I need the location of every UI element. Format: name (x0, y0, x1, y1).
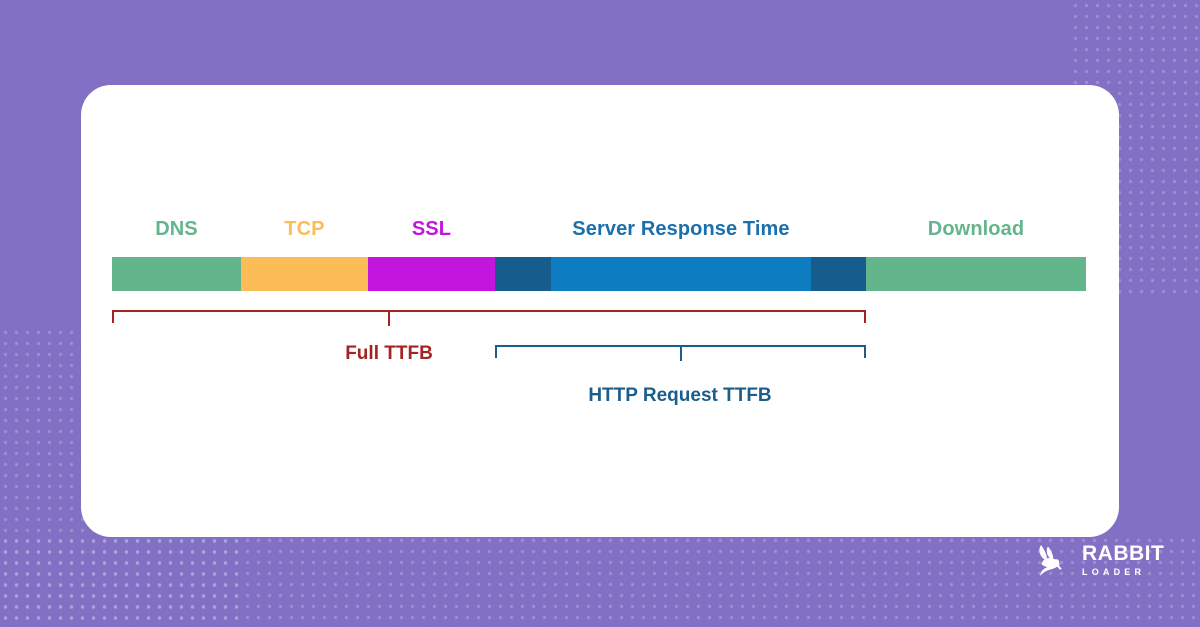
background-dot-pattern-bottom (0, 535, 1200, 627)
timing-bar (112, 257, 1086, 291)
bar-segment-dns (112, 257, 241, 291)
full-ttfb-bracket (112, 310, 866, 336)
bracket-center-tick (387, 310, 390, 326)
segment-label-ssl: SSL (411, 218, 452, 240)
bar-segment-tcp (240, 257, 368, 291)
bracket-cap-right (864, 345, 866, 358)
bar-segment-ssl (367, 257, 495, 291)
http-request-ttfb-label: HTTP Request TTFB (588, 385, 772, 406)
bar-segment-download (865, 257, 1086, 291)
full-ttfb-label: Full TTFB (345, 343, 433, 364)
rabbit-icon (1034, 543, 1074, 577)
logo-wordmark: RABBIT LOADER (1082, 543, 1164, 577)
bar-segment-content-download-wait (810, 257, 866, 291)
segment-label-dns: DNS (155, 218, 198, 240)
bar-segment-server-response-time (550, 257, 811, 291)
logo-title: RABBIT (1082, 542, 1165, 565)
bar-segment-labels: DNS TCP SSL Server Response Time Downloa… (112, 213, 1086, 245)
bar-segment-request-sent (494, 257, 551, 291)
segment-label-tcp: TCP (284, 218, 325, 240)
bracket-cap-left (112, 310, 114, 323)
logo-subtitle: LOADER (1082, 567, 1146, 577)
bracket-line (112, 310, 866, 312)
brand-logo: RABBIT LOADER (1034, 543, 1164, 577)
diagram-card: DNS TCP SSL Server Response Time Downloa… (81, 85, 1119, 537)
bracket-center-tick (679, 345, 682, 361)
http-request-ttfb-bracket (495, 345, 866, 371)
segment-label-server-response-time: Server Response Time (572, 218, 790, 240)
segment-label-download: Download (927, 218, 1025, 240)
bracket-cap-left (495, 345, 497, 358)
bracket-cap-right (864, 310, 866, 323)
